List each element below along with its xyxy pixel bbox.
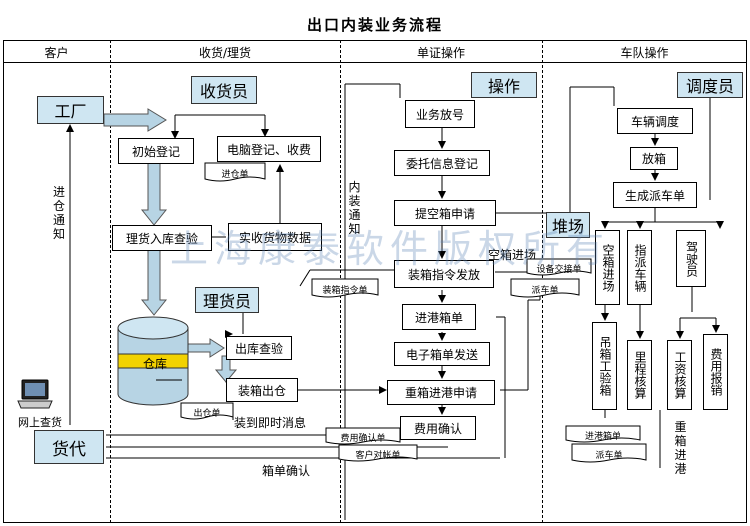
release-box-box: 放箱 (630, 147, 678, 170)
gen-dispatch-box: 生成派车单 (613, 182, 697, 208)
mileage-check-box: 里程核算 (627, 340, 652, 410)
warehouse-label: 仓库 (143, 357, 168, 371)
fee-confirm-box: 费用确认 (400, 416, 476, 440)
pc-register-box: 电脑登记、收费 (217, 136, 321, 162)
role-factory: 工厂 (37, 96, 104, 124)
assign-vehicle-box: 指派车辆 (627, 230, 652, 305)
inner-loading-notice-label: 内装通知 (348, 180, 361, 236)
swimlane-header-divider (3, 62, 747, 63)
heavy-port-entry-label: 重箱进港 (674, 420, 687, 476)
load-info-label: 装到即时消息 (234, 416, 307, 430)
role-operation: 操作 (471, 72, 537, 98)
empty-request-box: 提空箱申请 (394, 200, 496, 226)
entry-notice-label: 进仓通知 (52, 185, 65, 241)
lane-divider (110, 40, 111, 523)
box-handover-doc: 设备交接单 (526, 258, 592, 278)
heavy-entry-apply-box: 重箱进港申请 (387, 380, 495, 405)
release-no-box: 业务放号 (405, 100, 475, 128)
port-entry-doc: 进港箱单 (565, 425, 641, 445)
role-receiver: 收货员 (191, 76, 257, 104)
customer-statement-doc: 客户对帐单 (338, 444, 418, 464)
load-out-box: 装箱出仓 (226, 378, 298, 402)
page-title: 出口内装业务流程 (306, 16, 443, 34)
edi-send-box: 电子箱单发送 (394, 342, 490, 366)
role-yard: 堆场 (546, 212, 590, 238)
dispatch-slip2-doc: 派车单 (571, 443, 647, 465)
role-forwarder: 货代 (34, 430, 104, 464)
initial-register-box: 初始登记 (118, 138, 194, 164)
tally-inspect-box: 理货入库查验 (112, 225, 212, 251)
lane-header-fleet: 车队操作 (620, 46, 669, 60)
lane-header-documents: 单证操作 (416, 46, 465, 60)
entrust-register-box: 委托信息登记 (394, 150, 490, 176)
port-entry-list-box: 进港箱单 (402, 304, 476, 330)
warehouse-cylinder (116, 316, 190, 412)
lift-inspect-box: 吊箱工验箱 (592, 322, 617, 410)
online-check-label: 网上查货 (18, 416, 62, 429)
box-list-confirm-label: 箱单确认 (262, 464, 311, 478)
out-inspect-box: 出库查验 (226, 336, 292, 360)
empty-box-entry-box: 空箱进场 (595, 230, 620, 305)
vehicle-dispatch-box: 车辆调度 (617, 108, 693, 134)
lane-header-customer: 客户 (44, 46, 69, 60)
wage-check-box: 工资核算 (667, 340, 692, 410)
loading-order-box: 装箱指令发放 (394, 260, 494, 288)
role-dispatcher: 调度员 (677, 72, 743, 98)
swimlane-frame (3, 40, 747, 523)
role-tally: 理货员 (195, 287, 259, 313)
loading-order-doc: 装箱指令单 (311, 278, 379, 300)
outbound-slip-doc: 出仓单 (180, 402, 234, 422)
lane-header-receiving: 收货/理货 (198, 46, 252, 60)
driver-box: 驾驶员 (676, 230, 706, 287)
fee-reimburse-box: 费用报销 (703, 334, 728, 410)
warehouse-entry-doc: 进仓单 (204, 162, 266, 184)
actual-data-box: 实收货物数据 (228, 223, 322, 251)
empty-entry-label: 空箱进场 (488, 248, 537, 262)
dispatch-slip-doc: 派车单 (510, 278, 580, 300)
laptop-icon (16, 378, 54, 416)
